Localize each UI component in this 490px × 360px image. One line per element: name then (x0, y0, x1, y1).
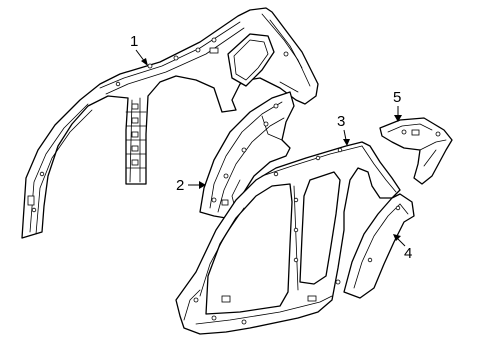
callout-2: 2 (176, 177, 206, 194)
callout-1: 1 (130, 33, 148, 66)
callout-4: 4 (393, 234, 412, 262)
callout-label: 2 (176, 177, 184, 194)
callout-3: 3 (337, 113, 350, 146)
callout-label: 5 (393, 89, 401, 106)
part-1-inner-side-frame (21, 7, 319, 239)
part-3-outer-body-side (175, 141, 401, 335)
part-4-rear-pillar-panel (343, 193, 415, 299)
callout-5: 5 (393, 89, 402, 122)
part-2-wheelhouse-panel (199, 91, 295, 219)
callout-label: 3 (337, 113, 345, 130)
callout-label: 1 (130, 33, 138, 50)
part-5-rear-bracket (379, 117, 453, 185)
callout-label: 4 (404, 245, 412, 262)
